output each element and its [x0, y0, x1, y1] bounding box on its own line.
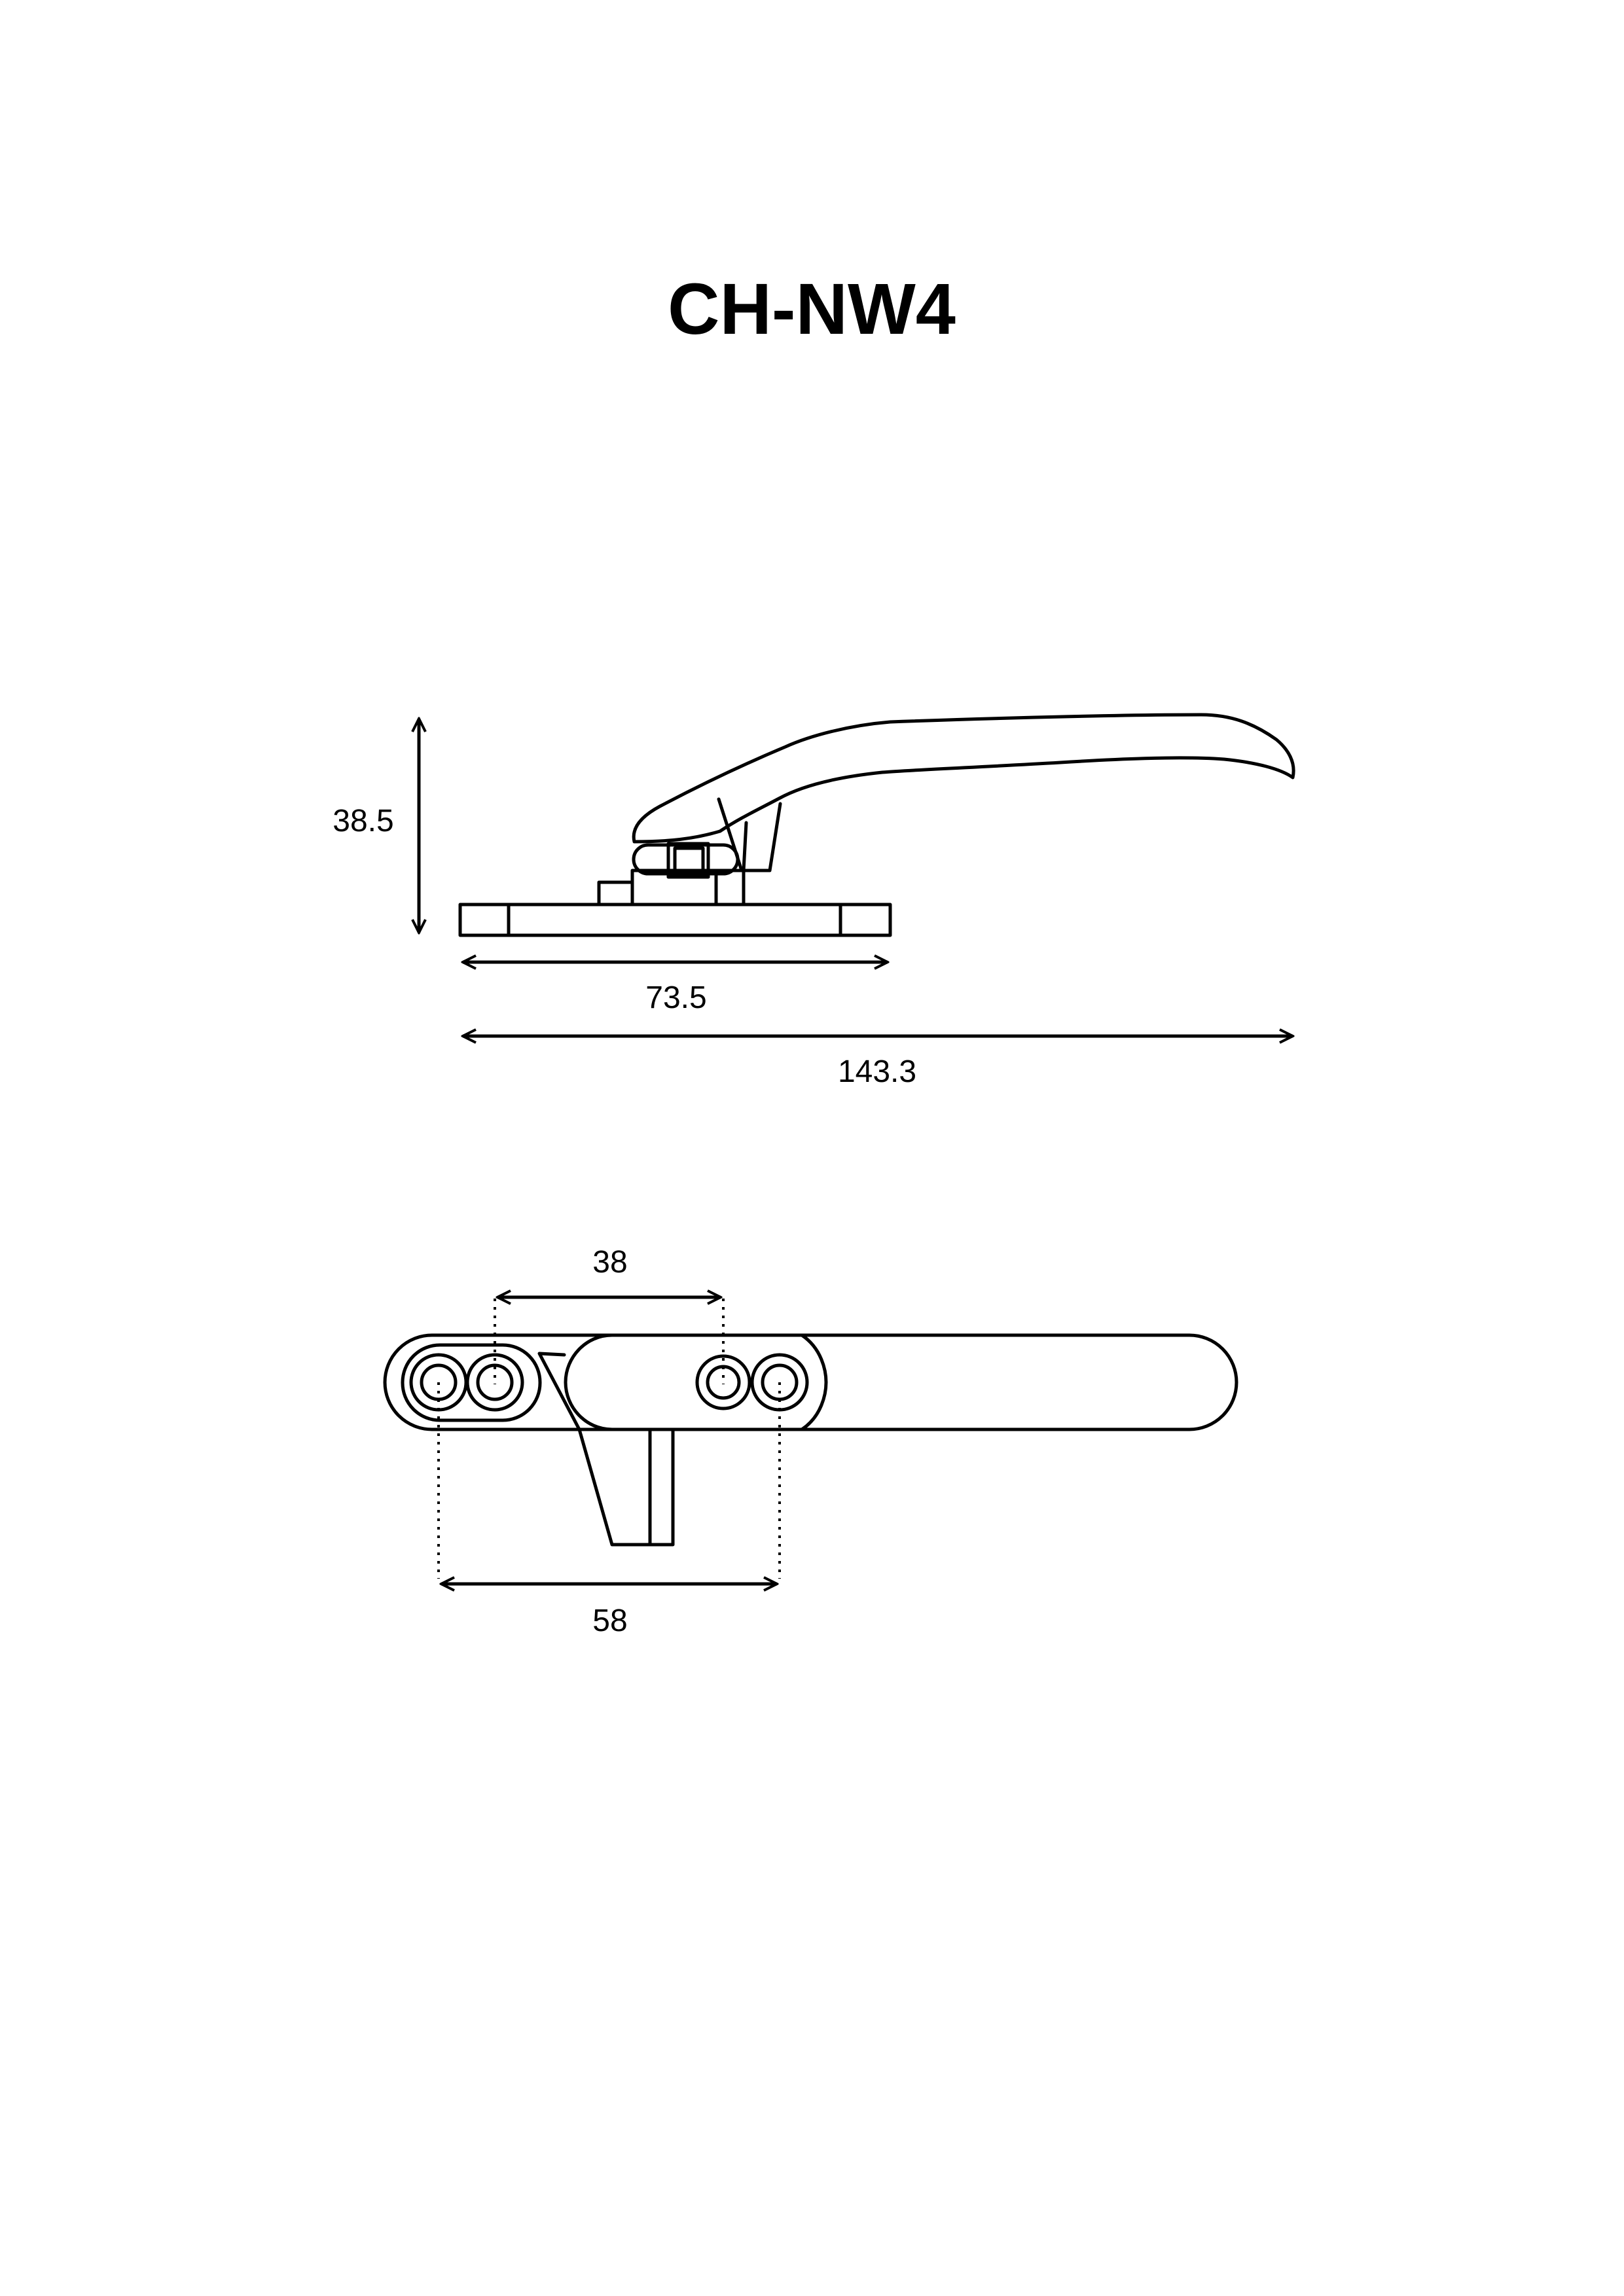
side-handle-lever: [632, 713, 1295, 844]
inner-spacing-dimension-label: 38: [592, 1245, 627, 1280]
side-rear-block: [714, 869, 746, 906]
top-view: 38 58: [383, 1245, 1238, 1638]
top-handle-body: [610, 1333, 1238, 1431]
height-dimension-label: 38.5: [333, 804, 393, 838]
screw-hole-3: [695, 1354, 751, 1410]
screw-hole-2: [465, 1353, 524, 1412]
side-view: 38.5 73.5 143.3: [333, 713, 1295, 1089]
top-latch: [537, 1352, 675, 1547]
top-base-plate: [383, 1333, 614, 1431]
outer-spacing-dimension-label: 58: [592, 1604, 627, 1638]
side-base-plate: [458, 903, 892, 937]
side-pivot-inner-square: [673, 846, 705, 873]
top-base-inner-outline: [401, 1343, 542, 1422]
side-small-block: [597, 880, 634, 906]
side-handle-stem: [742, 802, 782, 872]
product-title: CH-NW4: [668, 269, 956, 350]
top-oval-hub: [564, 1333, 828, 1431]
base-length-dimension-label: 73.5: [645, 980, 706, 1015]
overall-length-dimension-label: 143.3: [838, 1054, 916, 1089]
side-pivot-outer-square: [666, 842, 710, 879]
